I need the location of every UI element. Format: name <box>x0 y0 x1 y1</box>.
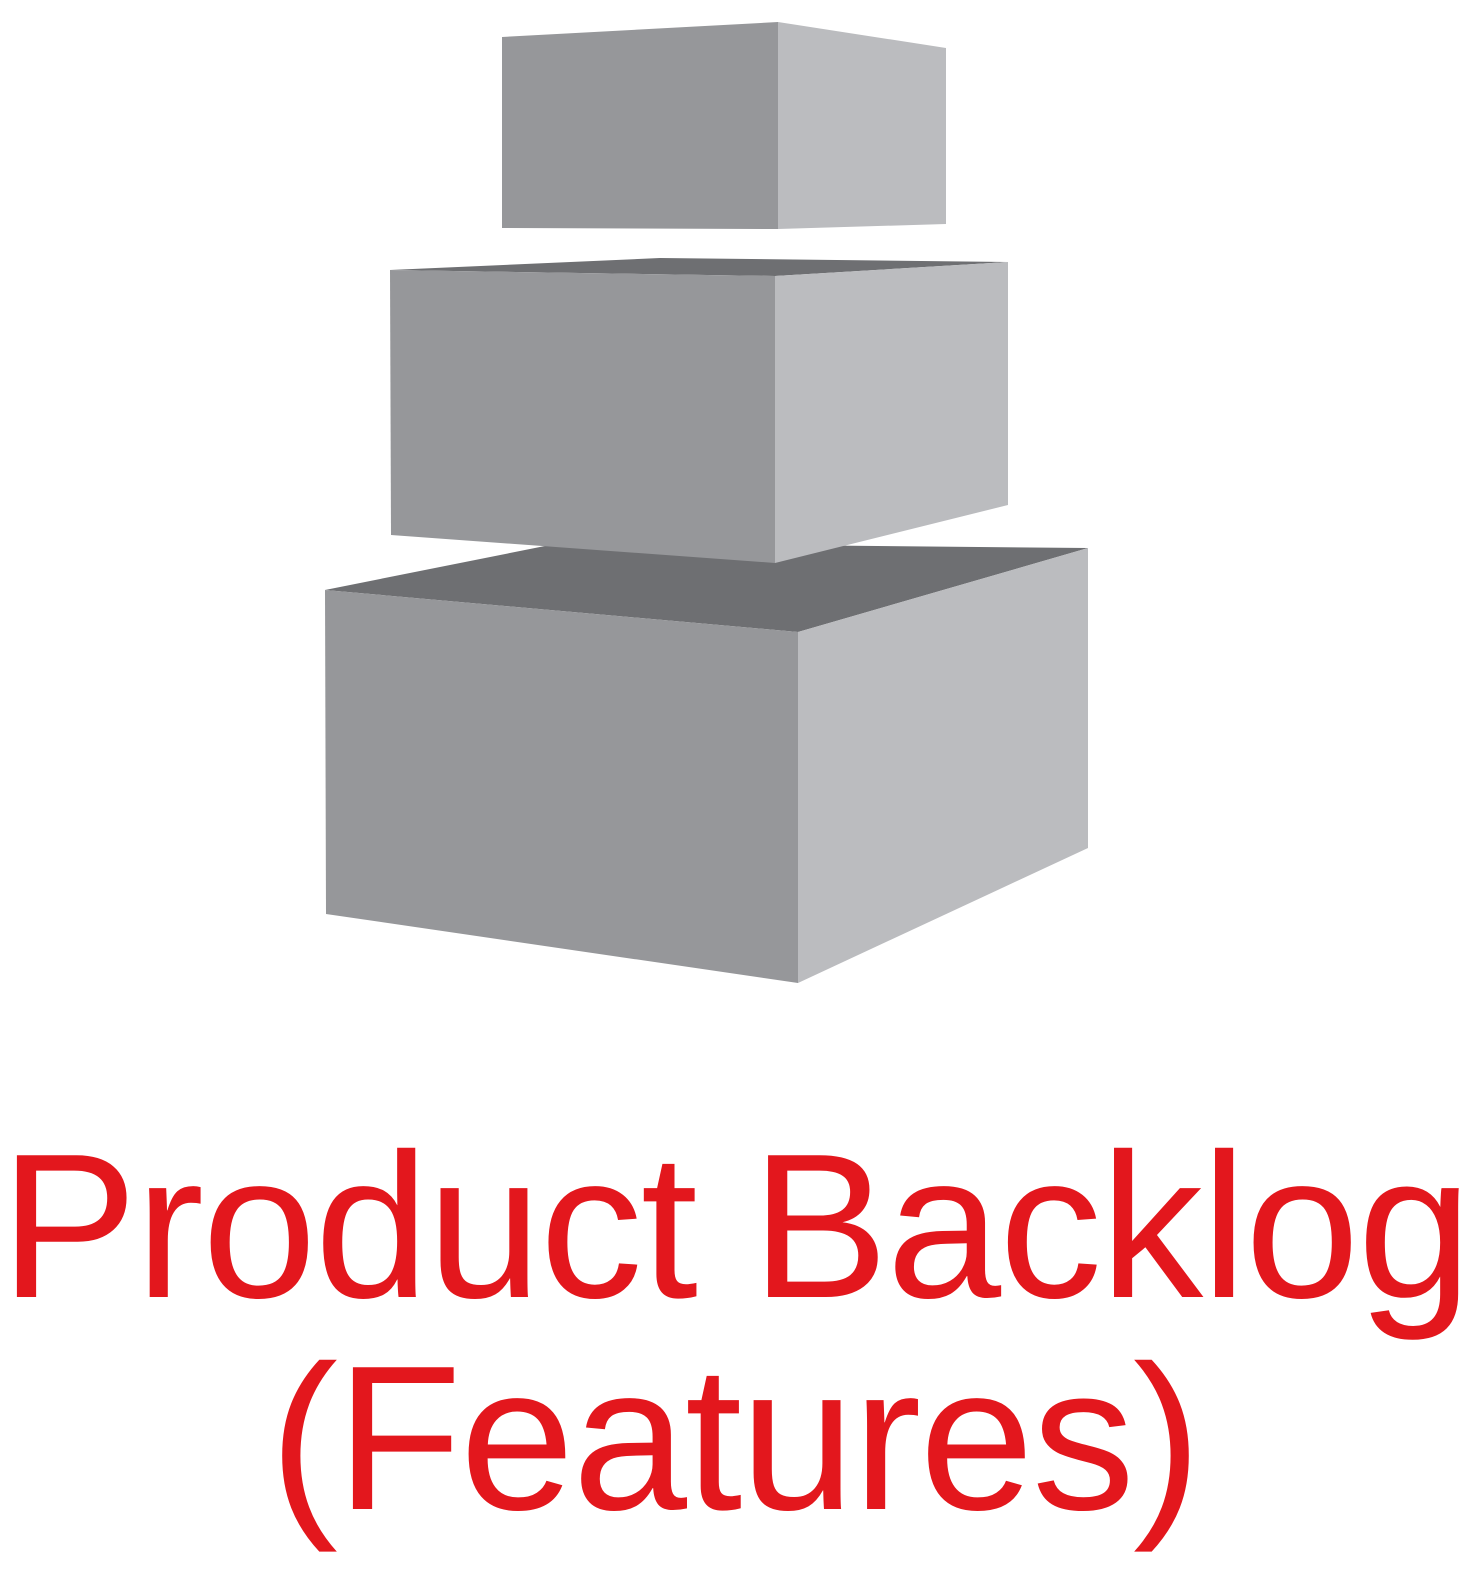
large-box <box>325 543 1088 983</box>
caption: Product Backlog (Features) <box>0 1120 1469 1544</box>
caption-title: Product Backlog <box>0 1111 1469 1341</box>
medium-box <box>390 258 1008 563</box>
caption-subtitle: (Features) <box>269 1323 1201 1553</box>
large-box-side <box>798 548 1088 983</box>
medium-box-side <box>775 262 1008 563</box>
small-box <box>502 22 946 229</box>
medium-box-front <box>390 270 775 563</box>
small-box-side <box>778 22 946 229</box>
large-box-front <box>325 590 798 983</box>
small-box-front <box>502 22 778 229</box>
medium-box-top <box>390 258 1008 276</box>
stacked-boxes-icon <box>325 22 1088 983</box>
large-box-top <box>325 543 1088 632</box>
